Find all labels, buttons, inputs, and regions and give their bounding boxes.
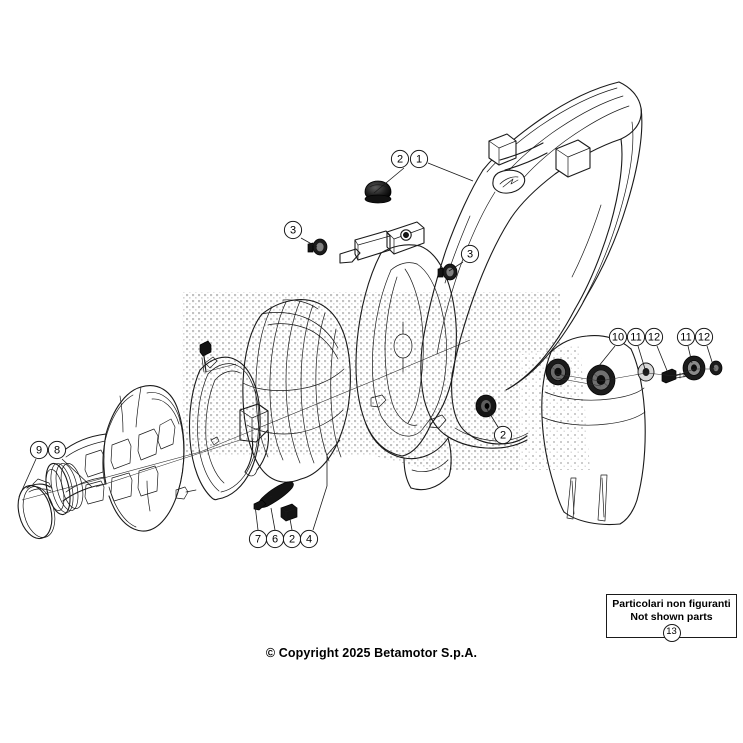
callout-label: 9	[36, 445, 42, 457]
callout-12-c12a[interactable]: 12	[644, 327, 664, 347]
callout-circle	[493, 425, 513, 445]
callout-12-c12b[interactable]: 12	[694, 327, 714, 347]
part-intake-manifold-boot	[45, 385, 197, 532]
callout-label: 11	[630, 332, 641, 344]
part-airbox-body	[355, 244, 457, 491]
frame-badge-emblem	[492, 169, 526, 194]
part-grommet-mid	[475, 394, 497, 418]
callout-label: 4	[306, 534, 312, 546]
callout-label: 2	[500, 430, 506, 442]
part-rear-subframe	[339, 81, 643, 449]
part-filter-clamp-lever	[253, 481, 294, 511]
callout-9-c9[interactable]: 9	[29, 440, 49, 460]
part-washer-a	[637, 362, 655, 382]
callout-label: 2	[289, 534, 295, 546]
callout-label: 1	[416, 154, 422, 166]
part-filter-cage	[188, 356, 270, 501]
callout-label: 11	[680, 332, 691, 344]
callout-2-c2-mid[interactable]: 2	[493, 425, 513, 445]
callout-circle	[644, 327, 664, 347]
callout-10-c10[interactable]: 10	[608, 327, 628, 347]
callout-circle	[460, 244, 480, 264]
boot-ribbed-cuff	[45, 462, 84, 516]
not-shown-parts-box: Particolari non figuranti Not shown part…	[606, 594, 737, 642]
callout-4-c4[interactable]: 4	[299, 529, 319, 549]
callout-circle	[47, 440, 67, 460]
part-side-panel	[541, 335, 646, 526]
callout-label: 10	[612, 332, 624, 344]
callout-3-c3-left[interactable]: 3	[283, 220, 303, 240]
callout-circle	[390, 149, 410, 169]
part-air-filter-element	[242, 299, 351, 483]
copyright-notice: © Copyright 2025 Betamotor S.p.A.	[265, 646, 478, 660]
part-screw-b	[709, 360, 723, 376]
panel-grommet-right	[586, 364, 616, 396]
callout-label: 7	[255, 534, 261, 546]
callout-label: 12	[648, 332, 660, 344]
not-shown-line-english: Not shown parts	[630, 610, 713, 623]
callout-11-c11a[interactable]: 11	[626, 327, 646, 347]
part-grommet-bottom	[280, 503, 298, 522]
callout-circle	[409, 149, 429, 169]
callout-circle	[283, 220, 303, 240]
callout-circle	[608, 327, 628, 347]
callout-circle	[299, 529, 319, 549]
callout-label: 3	[290, 225, 296, 237]
panel-grommet-left	[545, 358, 571, 386]
part-filter-retainer-screw	[199, 340, 212, 373]
callout-label: 12	[698, 332, 710, 344]
not-shown-line-italian: Particolari non figuranti	[612, 598, 731, 610]
leader-lines	[18, 162, 715, 531]
callout-11-c11b[interactable]: 11	[676, 327, 696, 347]
callout-2-c2-top[interactable]: 2	[390, 149, 410, 169]
callout-circle	[29, 440, 49, 460]
callout-label: 3	[467, 249, 473, 261]
callout-1-c1-top[interactable]: 1	[409, 149, 429, 169]
callout-2-c2-bot[interactable]: 2	[282, 529, 302, 549]
part-hose-clamp	[17, 478, 56, 540]
not-shown-reference-bubble: 13	[662, 624, 681, 642]
callout-circle	[676, 327, 696, 347]
callout-circle	[694, 327, 714, 347]
callout-label: 2	[397, 154, 403, 166]
part-washer-b	[682, 355, 706, 381]
boot-rib-windows	[84, 418, 176, 505]
halftone-shading	[182, 292, 590, 470]
callout-7-c7[interactable]: 7	[248, 529, 268, 549]
part-bolt-left	[307, 238, 328, 256]
callout-label: 6	[272, 534, 278, 546]
callout-label: 8	[54, 445, 60, 457]
callout-8-c8[interactable]: 8	[47, 440, 67, 460]
callout-6-c6[interactable]: 6	[265, 529, 285, 549]
callout-3-c3-right[interactable]: 3	[460, 244, 480, 264]
part-grommet-top	[364, 180, 392, 204]
callout-circle	[626, 327, 646, 347]
